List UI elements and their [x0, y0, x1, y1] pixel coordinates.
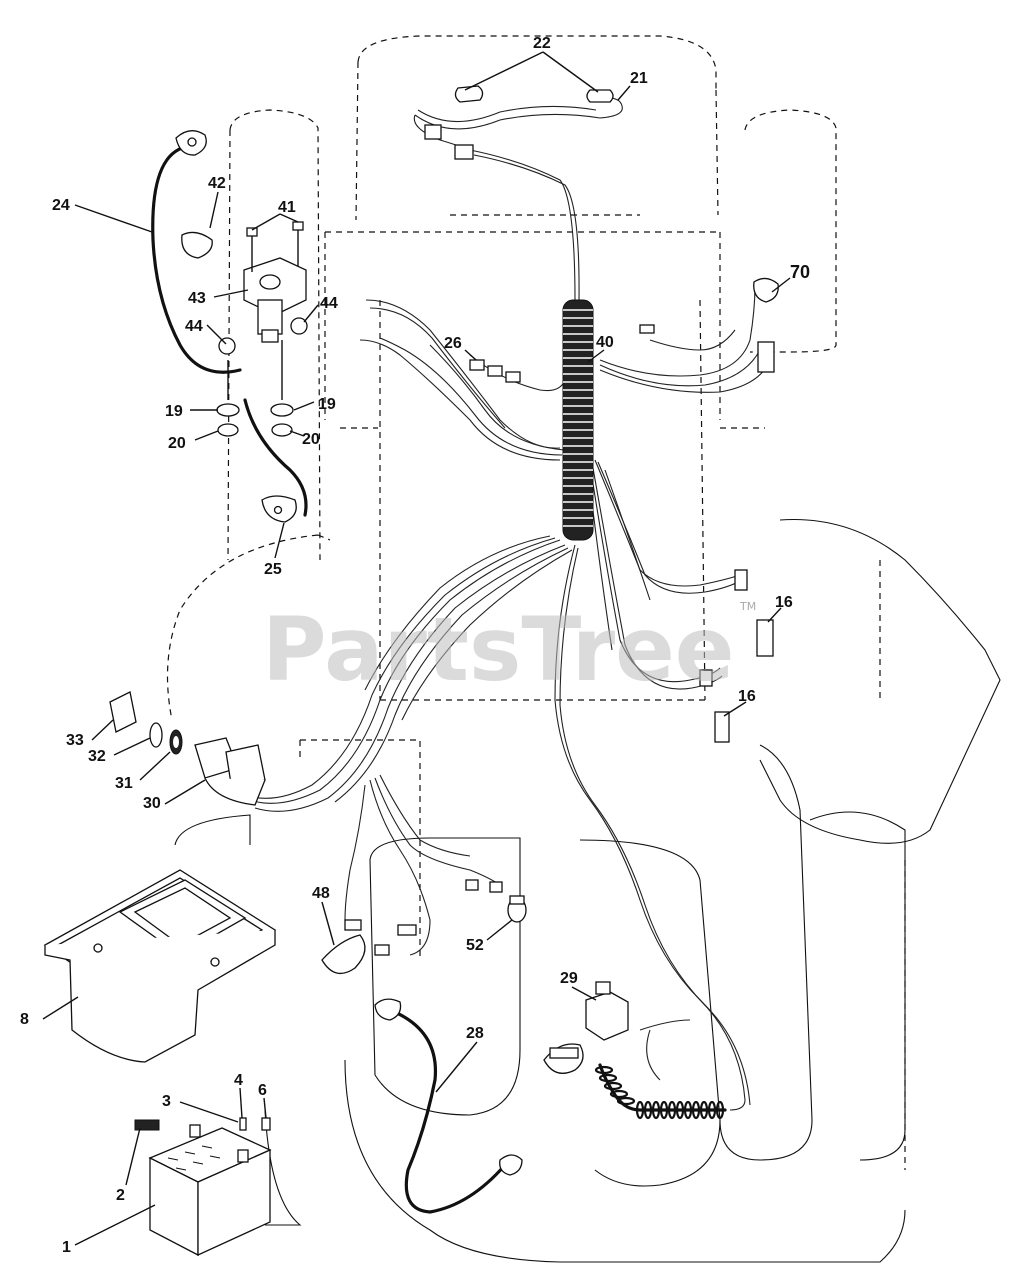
ignition-module-70 [639, 277, 779, 373]
starter-solenoid-43 [181, 221, 308, 437]
battery-tray-8 [43, 869, 277, 1063]
coiled-cord [594, 1063, 727, 1120]
headlight-connectors-22 [424, 85, 614, 160]
callout-26: 26 [444, 335, 462, 352]
cable-28 [374, 998, 523, 1214]
callout-1: 1 [62, 1239, 71, 1256]
callout-16-upper: 16 [775, 594, 793, 611]
callout-44-right: 44 [320, 295, 338, 312]
callout-41: 41 [278, 199, 296, 216]
ghost-outlines [166, 35, 1001, 1263]
wiring-harness [244, 97, 771, 1111]
callout-44-left: 44 [185, 318, 203, 335]
hood-outline [355, 35, 719, 221]
callout-70: 70 [790, 262, 810, 282]
callout-22: 22 [533, 35, 551, 52]
callout-40: 40 [596, 334, 614, 351]
callout-6: 6 [258, 1082, 267, 1099]
callout-32: 32 [88, 748, 106, 765]
connectors-16 [699, 569, 774, 743]
callout-52: 52 [466, 937, 484, 954]
callout-43: 43 [188, 290, 206, 307]
callout-31: 31 [115, 775, 133, 792]
callout-8: 8 [20, 1011, 29, 1028]
switch-29 [543, 981, 629, 1074]
watermark-text: PartsTree [262, 598, 734, 701]
callout-19-right: 19 [318, 396, 336, 413]
callout-24: 24 [52, 197, 70, 214]
ignition-switch-30 [109, 691, 266, 806]
cable-25 [243, 398, 308, 523]
deck-outline-left [166, 534, 331, 721]
callout-labels: 22 21 24 42 41 43 44 44 19 19 20 20 25 2… [20, 35, 810, 1256]
connector-26 [469, 359, 521, 383]
battery-cable-24 [151, 130, 242, 374]
callout-48: 48 [312, 885, 330, 902]
callout-20-right: 20 [302, 431, 320, 448]
deck-outline-right [759, 518, 1001, 844]
battery-1 [134, 1117, 272, 1257]
bulb-52 [507, 895, 527, 923]
watermark-trademark: TM [739, 600, 756, 613]
callout-28: 28 [466, 1025, 484, 1042]
callout-2: 2 [116, 1187, 125, 1204]
leader-lines [42, 51, 791, 1246]
callout-19-left: 19 [165, 403, 183, 420]
connector-48 [321, 879, 503, 975]
callout-20-left: 20 [168, 435, 186, 452]
callout-33: 33 [66, 732, 84, 749]
callout-21: 21 [630, 70, 648, 87]
conduit-40 [562, 299, 594, 541]
callout-4: 4 [234, 1072, 243, 1089]
callout-30: 30 [143, 795, 161, 812]
left-wheel-outline [227, 109, 321, 561]
lower-frame-outline [299, 739, 421, 960]
callout-25: 25 [264, 561, 282, 578]
callout-16-lower: 16 [738, 688, 756, 705]
callout-42: 42 [208, 175, 226, 192]
right-wheel-outline [744, 109, 837, 353]
callout-3: 3 [162, 1093, 171, 1110]
callout-29: 29 [560, 970, 578, 987]
frame-outline [324, 231, 721, 701]
